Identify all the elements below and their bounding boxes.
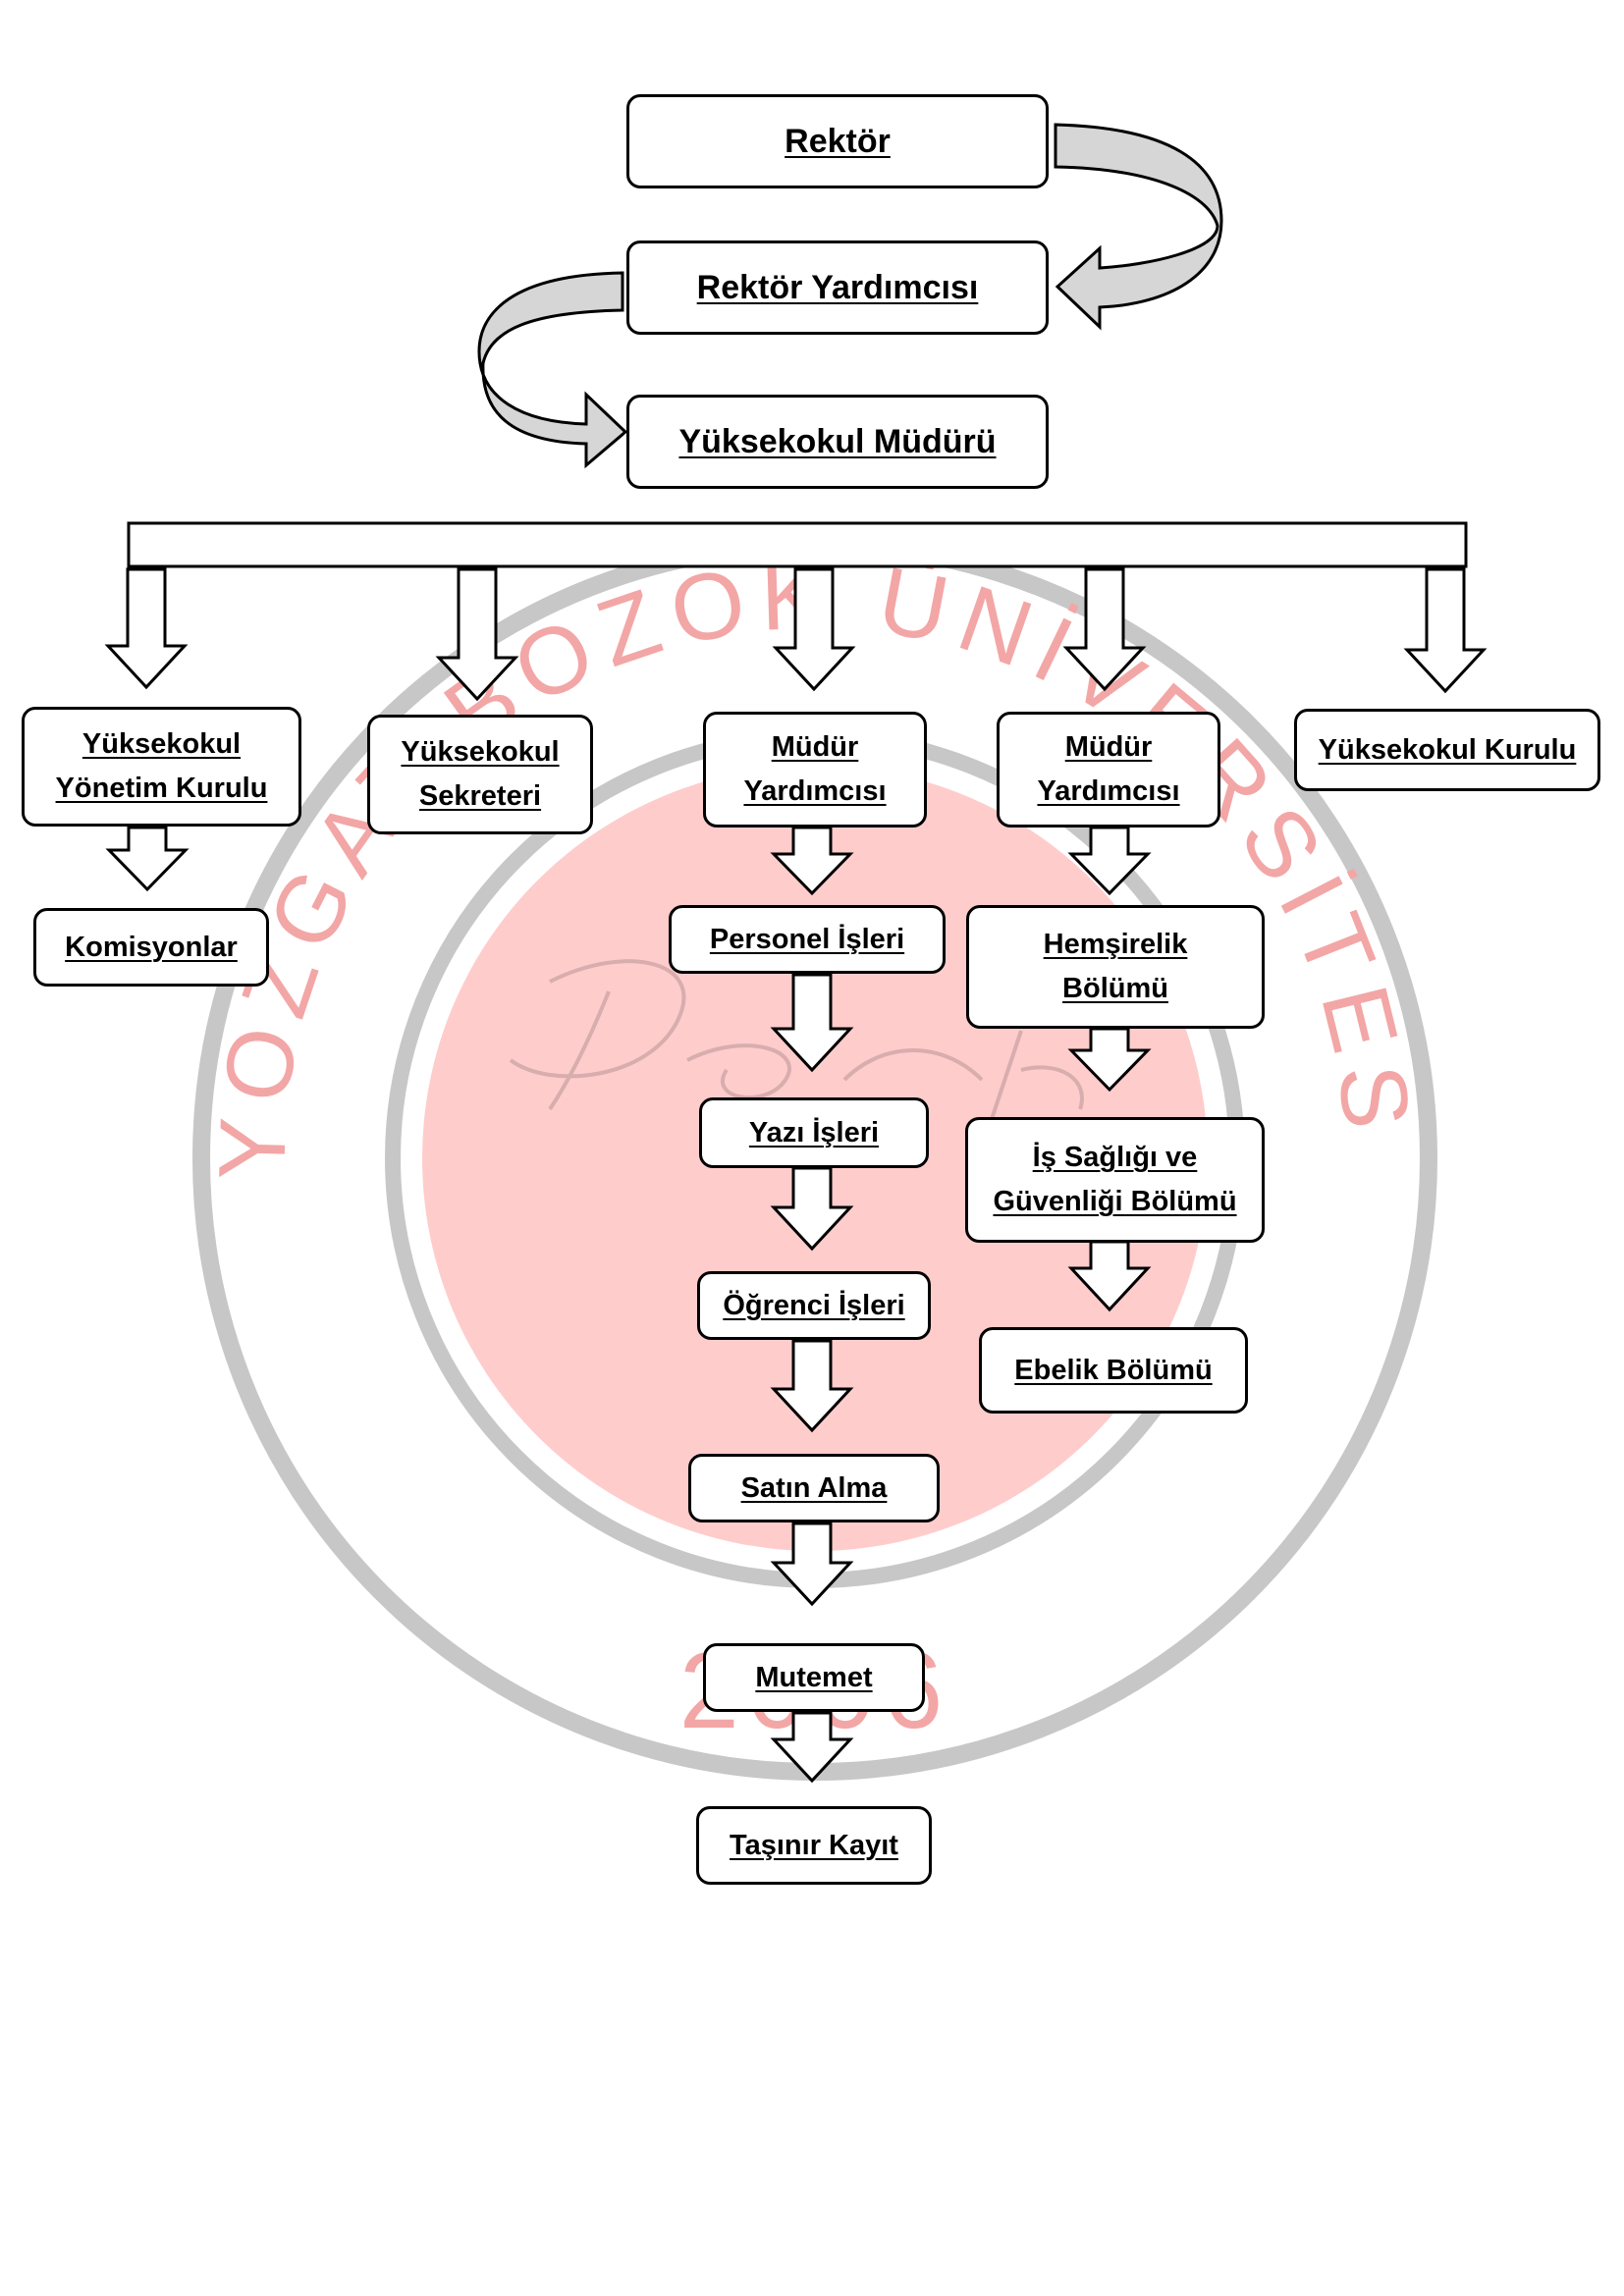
node-yonetim-kurulu-line1: Yüksekokul <box>81 728 242 761</box>
node-personel-isleri-label: Personel İşleri <box>709 923 905 955</box>
node-komisyonlar-label: Komisyonlar <box>65 931 238 963</box>
node-sekreter-line2: Sekreteri <box>418 780 542 812</box>
node-yuksekokul-muduru: Yüksekokul Müdürü <box>626 395 1049 489</box>
arrow-to-mutemet <box>770 1522 854 1607</box>
arrow-to-hemsirelik <box>1067 826 1152 896</box>
node-mudur-yardimcisi-2-line1: Müdür <box>1064 731 1153 764</box>
node-hemsirelik-line2: Bölümü <box>1062 973 1168 1004</box>
node-mutemet: Mutemet <box>703 1643 925 1712</box>
arrow-to-ogrenci-isleri <box>770 1166 854 1252</box>
arrow-to-is-sagligi <box>1067 1027 1152 1093</box>
distribution-bar <box>127 521 1468 568</box>
node-yonetim-kurulu-line2: Yönetim Kurulu <box>55 773 268 804</box>
node-komisyonlar: Komisyonlar <box>33 908 269 987</box>
node-yazi-isleri-label: Yazı İşleri <box>748 1116 880 1148</box>
arrow-to-yuksekokul-kurulu <box>1403 567 1488 694</box>
arrow-to-mudur-yardimcisi-1 <box>772 567 856 692</box>
node-rektor-yardimcisi: Rektör Yardımcısı <box>626 240 1049 335</box>
node-mudur-yardimcisi-1-line2: Yardımcısı <box>743 775 887 807</box>
node-sekreter-line1: Yüksekokul <box>401 736 560 769</box>
arrow-to-personel-isleri <box>770 826 854 896</box>
node-is-sagligi-bolumu: İş Sağlığı ve Güvenliği Bölümü <box>965 1117 1265 1243</box>
node-yuksekokul-yonetim-kurulu: Yüksekokul Yönetim Kurulu <box>22 707 301 827</box>
node-mutemet-label: Mutemet <box>755 1661 873 1693</box>
arrow-to-yonetim-kurulu <box>104 567 189 690</box>
node-mudur-yardimcisi-1-line1: Müdür <box>771 731 859 764</box>
node-satin-alma: Satın Alma <box>688 1454 940 1522</box>
node-yuksekokul-muduru-label: Yüksekokul Müdürü <box>678 422 997 460</box>
arrow-to-ebelik <box>1067 1240 1152 1312</box>
node-mudur-yardimcisi-1: Müdür Yardımcısı <box>703 712 927 828</box>
node-satin-alma-label: Satın Alma <box>740 1471 888 1504</box>
node-ebelik-bolumu-label: Ebelik Bölümü <box>1014 1354 1213 1386</box>
node-tasinir-kayit: Taşınır Kayıt <box>696 1806 932 1885</box>
node-ebelik-bolumu: Ebelik Bölümü <box>979 1327 1248 1414</box>
node-is-sagligi-line2: Güvenliği Bölümü <box>993 1186 1237 1217</box>
node-yuksekokul-sekreteri: Yüksekokul Sekreteri <box>367 715 593 834</box>
node-ogrenci-isleri-label: Öğrenci İşleri <box>723 1289 905 1321</box>
node-hemsirelik-bolumu: Hemşirelik Bölümü <box>966 905 1265 1029</box>
node-hemsirelik-line1: Hemşirelik <box>1043 929 1188 961</box>
node-mudur-yardimcisi-2-line2: Yardımcısı <box>1037 775 1180 807</box>
arrow-to-sekreter <box>435 567 519 702</box>
node-ogrenci-isleri: Öğrenci İşleri <box>697 1271 931 1340</box>
arrow-to-yazi-isleri <box>770 973 854 1073</box>
arrow-to-satin-alma <box>770 1339 854 1433</box>
arrow-to-komisyonlar <box>105 826 189 892</box>
curved-arrow-left <box>477 271 628 469</box>
node-is-sagligi-line1: İş Sağlığı ve <box>1032 1142 1198 1174</box>
node-rektor-yardimcisi-label: Rektör Yardımcısı <box>696 268 979 306</box>
seal-signature-mark <box>509 959 1084 1120</box>
node-personel-isleri: Personel İşleri <box>669 905 946 974</box>
node-yuksekokul-kurulu-label: Yüksekokul Kurulu <box>1318 733 1577 766</box>
node-yazi-isleri: Yazı İşleri <box>699 1097 929 1168</box>
node-mudur-yardimcisi-2: Müdür Yardımcısı <box>997 712 1220 828</box>
node-rektor-label: Rektör <box>785 122 891 160</box>
arrow-to-mudur-yardimcisi-2 <box>1062 567 1147 692</box>
arrow-to-tasinir-kayit <box>770 1711 854 1784</box>
node-rektor: Rektör <box>626 94 1049 188</box>
curved-arrow-right <box>1054 123 1223 331</box>
node-yuksekokul-kurulu: Yüksekokul Kurulu <box>1294 709 1600 791</box>
node-tasinir-kayit-label: Taşınır Kayıt <box>730 1829 898 1861</box>
